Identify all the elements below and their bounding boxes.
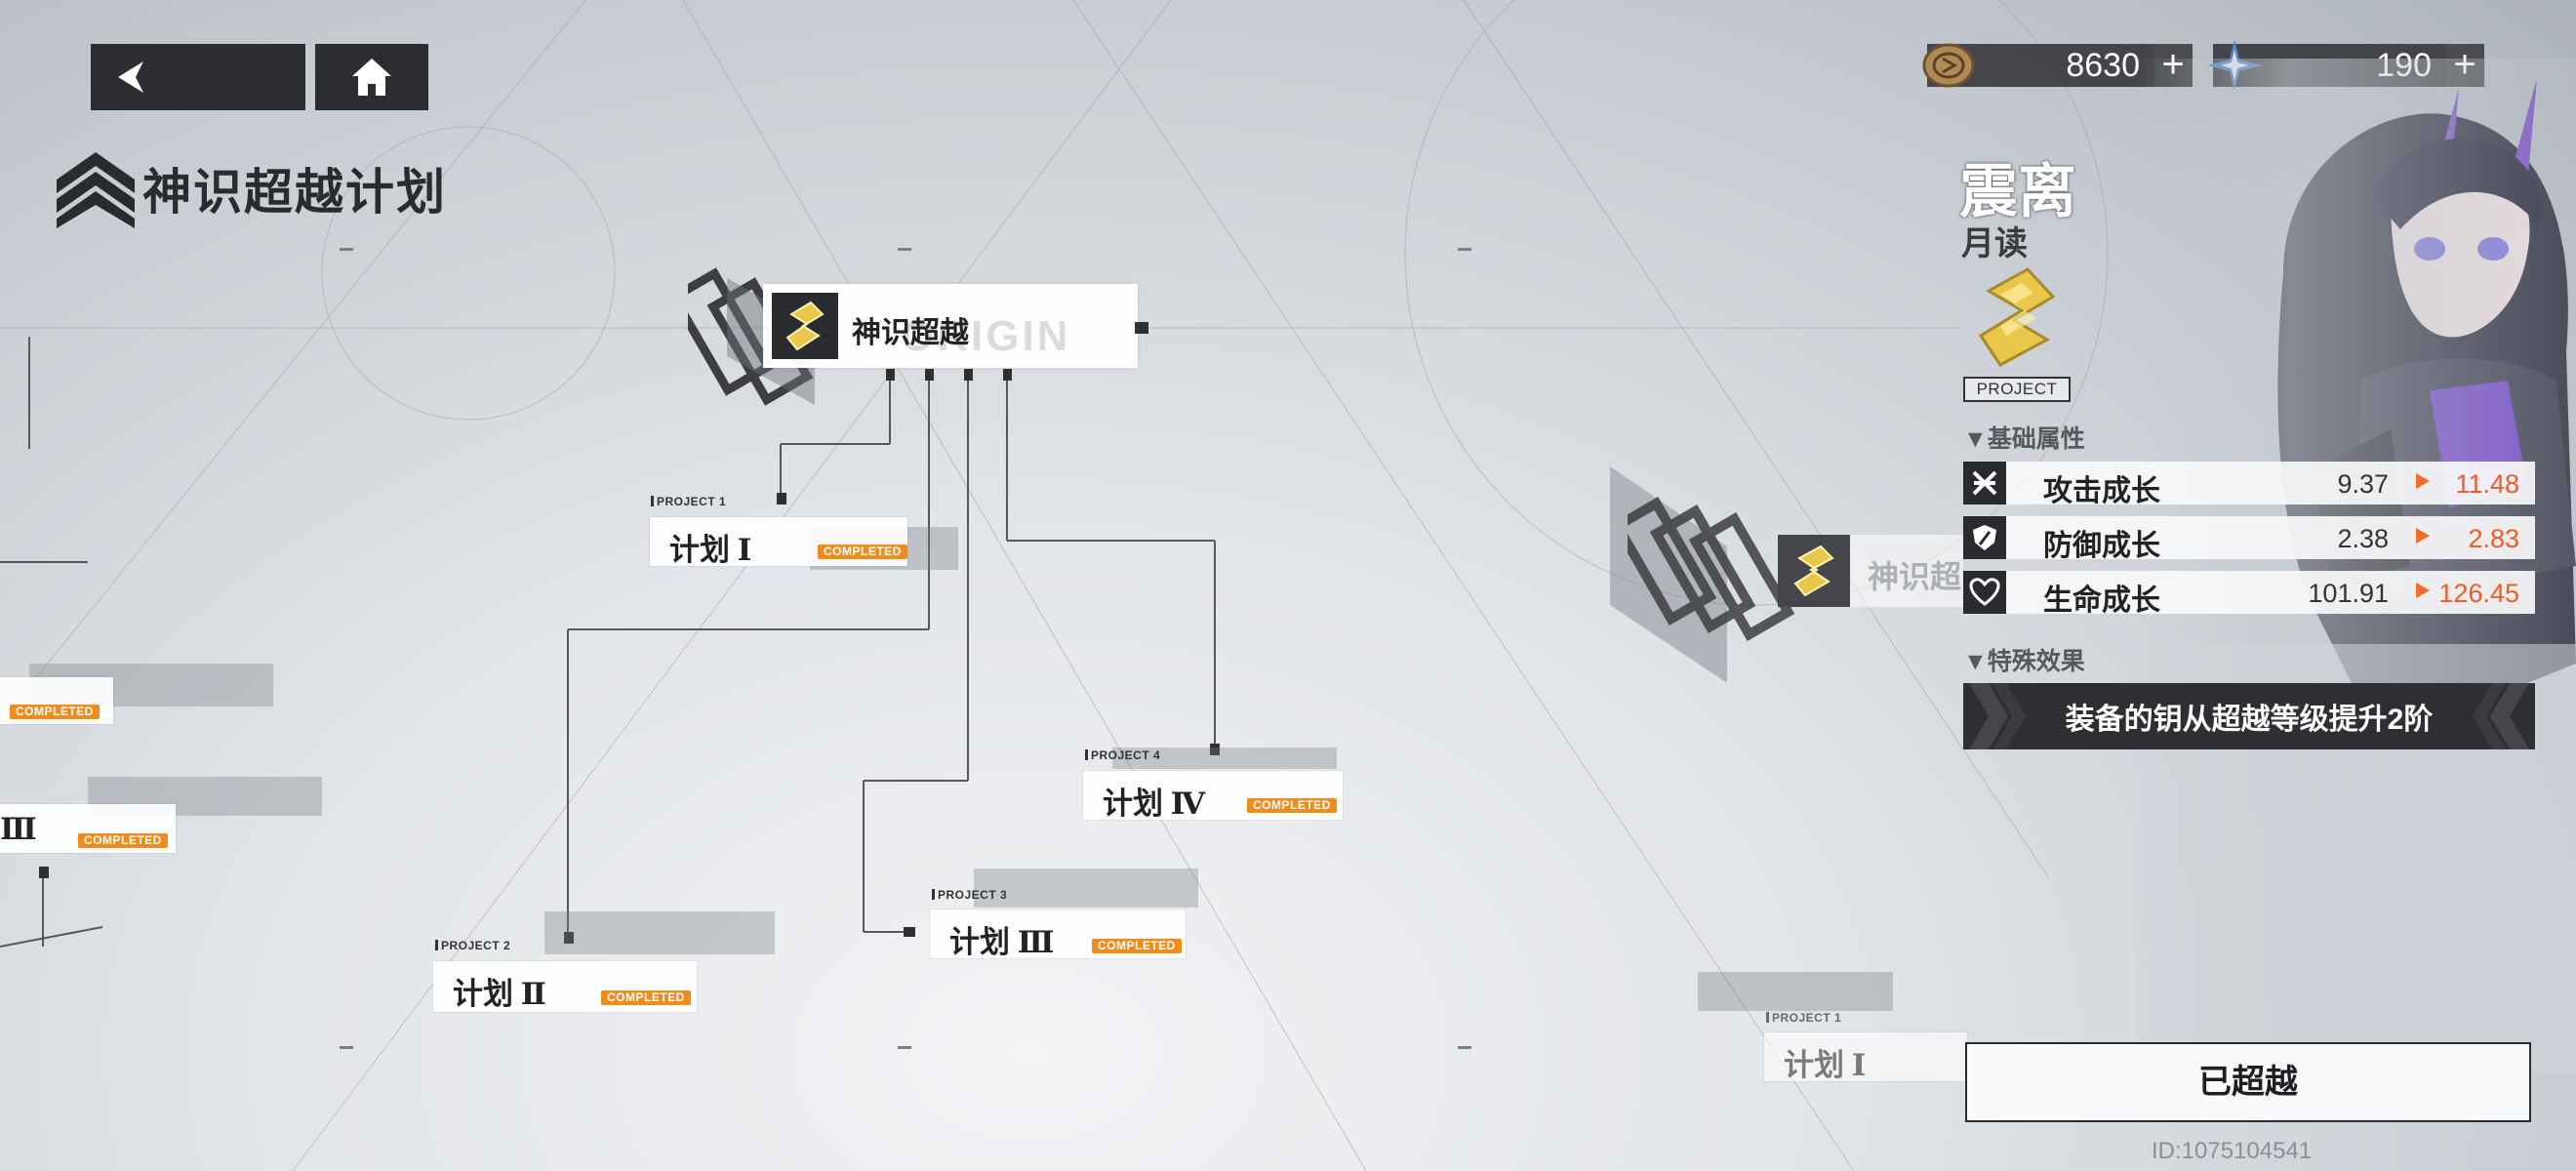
stat-old-value: 9.37 [2337, 469, 2389, 499]
next-branch-tag: PROJECT 1 [1766, 1011, 1841, 1025]
project1-tag: PROJECT 1 [651, 495, 726, 508]
gold-s-icon [785, 301, 825, 351]
chevron-deco-icon [1969, 683, 2026, 749]
project1-node[interactable]: 计划 Ⅰ COMPLETED [650, 517, 907, 567]
project4-tag: PROJECT 4 [1085, 748, 1160, 762]
character-subtitle: 月读 [1961, 225, 2028, 262]
project4-node[interactable]: 计划 Ⅳ COMPLETED [1083, 771, 1343, 821]
page-title-area: 神识超越计划 [57, 148, 447, 228]
transcended-button[interactable]: 已超越 [1965, 1042, 2531, 1122]
root-connector [1135, 322, 1148, 334]
gold-s-icon [1793, 545, 1834, 597]
completed-badge: COMPLETED [1092, 939, 1182, 953]
next-branch-label: 神识超 [1868, 559, 1962, 594]
left-node-1[interactable]: COMPLETED [0, 677, 113, 724]
completed-badge: COMPLETED [78, 833, 168, 848]
completed-badge: COMPLETED [601, 990, 691, 1005]
stat-arrow-icon [2416, 528, 2430, 544]
defense-icon [1963, 516, 2006, 559]
stat-new-value: 11.48 [2455, 469, 2519, 499]
health-icon [1963, 571, 2006, 614]
left-node-2-label: Ⅲ [0, 812, 37, 846]
stat-row-defense: 防御成长 2.38 2.83 [1963, 516, 2535, 562]
basic-attr-title: ▼基础属性 [1963, 425, 2085, 453]
coin-icon [1922, 43, 1975, 88]
coin-value: 8630 [2066, 46, 2140, 84]
completed-badge: COMPLETED [1247, 798, 1337, 813]
home-icon [352, 59, 391, 96]
special-effect-title: ▼特殊效果 [1963, 648, 2085, 675]
home-button[interactable] [315, 44, 428, 110]
project2-tag: PROJECT 2 [435, 939, 510, 952]
project2-node[interactable]: 计划 Ⅱ COMPLETED [433, 961, 697, 1012]
attack-icon [1963, 462, 2006, 505]
left-node-2[interactable]: Ⅲ COMPLETED [0, 804, 176, 853]
stat-name: 生命成长 [2043, 585, 2160, 617]
root-node-label: 神识超越 [852, 317, 969, 349]
special-effect-text: 装备的钥从超越等级提升2阶 [2065, 704, 2434, 736]
coin-counter: 8630 + [1922, 43, 2193, 88]
project3-label: 计划 Ⅲ [949, 925, 1055, 959]
node-shadow [974, 868, 1198, 908]
chevron-logo-icon [57, 152, 135, 228]
special-effect-bar: 装备的钥从超越等级提升2阶 [1963, 683, 2535, 749]
project-emblem-icon [1978, 267, 2056, 367]
next-branch-project-node[interactable]: 计划 Ⅰ [1764, 1032, 1967, 1082]
back-button[interactable] [91, 44, 305, 110]
completed-badge: COMPLETED [10, 705, 100, 719]
completed-badge: COMPLETED [818, 545, 907, 559]
next-branch-project-label: 计划 Ⅰ [1784, 1048, 1867, 1082]
stat-old-value: 2.38 [2337, 524, 2389, 553]
stat-arrow-icon [2416, 473, 2430, 489]
project3-node[interactable]: 计划 Ⅲ COMPLETED [930, 909, 1186, 959]
phase-emblem-icon [1628, 497, 1795, 641]
character-name: 震离 [1959, 159, 2076, 224]
project2-label: 计划 Ⅱ [453, 977, 546, 1011]
node-shadow [1698, 972, 1893, 1011]
project-label: PROJECT [1963, 377, 2071, 402]
stat-old-value: 101.91 [2308, 579, 2389, 608]
stat-new-value: 2.83 [2468, 524, 2519, 553]
page-title: 神识超越计划 [142, 165, 447, 220]
back-arrow-icon [118, 61, 143, 93]
node-shadow [1112, 747, 1337, 769]
project4-label: 计划 Ⅳ [1103, 787, 1205, 821]
character-portrait [2137, 59, 2576, 1073]
project3-tag: PROJECT 3 [932, 888, 1007, 902]
root-node[interactable]: ORIGIN 神识超越 [763, 284, 1138, 368]
chevron-deco-icon [2473, 683, 2529, 749]
stat-arrow-icon [2416, 583, 2430, 598]
stat-name: 防御成长 [2043, 530, 2160, 562]
next-branch-emblem [1778, 535, 1850, 607]
stat-new-value: 126.45 [2438, 579, 2519, 608]
stat-name: 攻击成长 [2043, 475, 2160, 507]
node-shadow [544, 911, 775, 954]
root-node-emblem [772, 293, 838, 359]
next-branch-node[interactable]: 神识超 [1778, 535, 1963, 607]
stat-row-attack: 攻击成长 9.37 11.48 [1963, 462, 2535, 507]
project1-label: 计划 Ⅰ [669, 533, 752, 567]
stat-row-health: 生命成长 101.91 126.45 [1963, 571, 2535, 617]
root-watermark: ORIGIN [901, 312, 1071, 360]
user-id: ID:1075104541 [2152, 1138, 2313, 1164]
